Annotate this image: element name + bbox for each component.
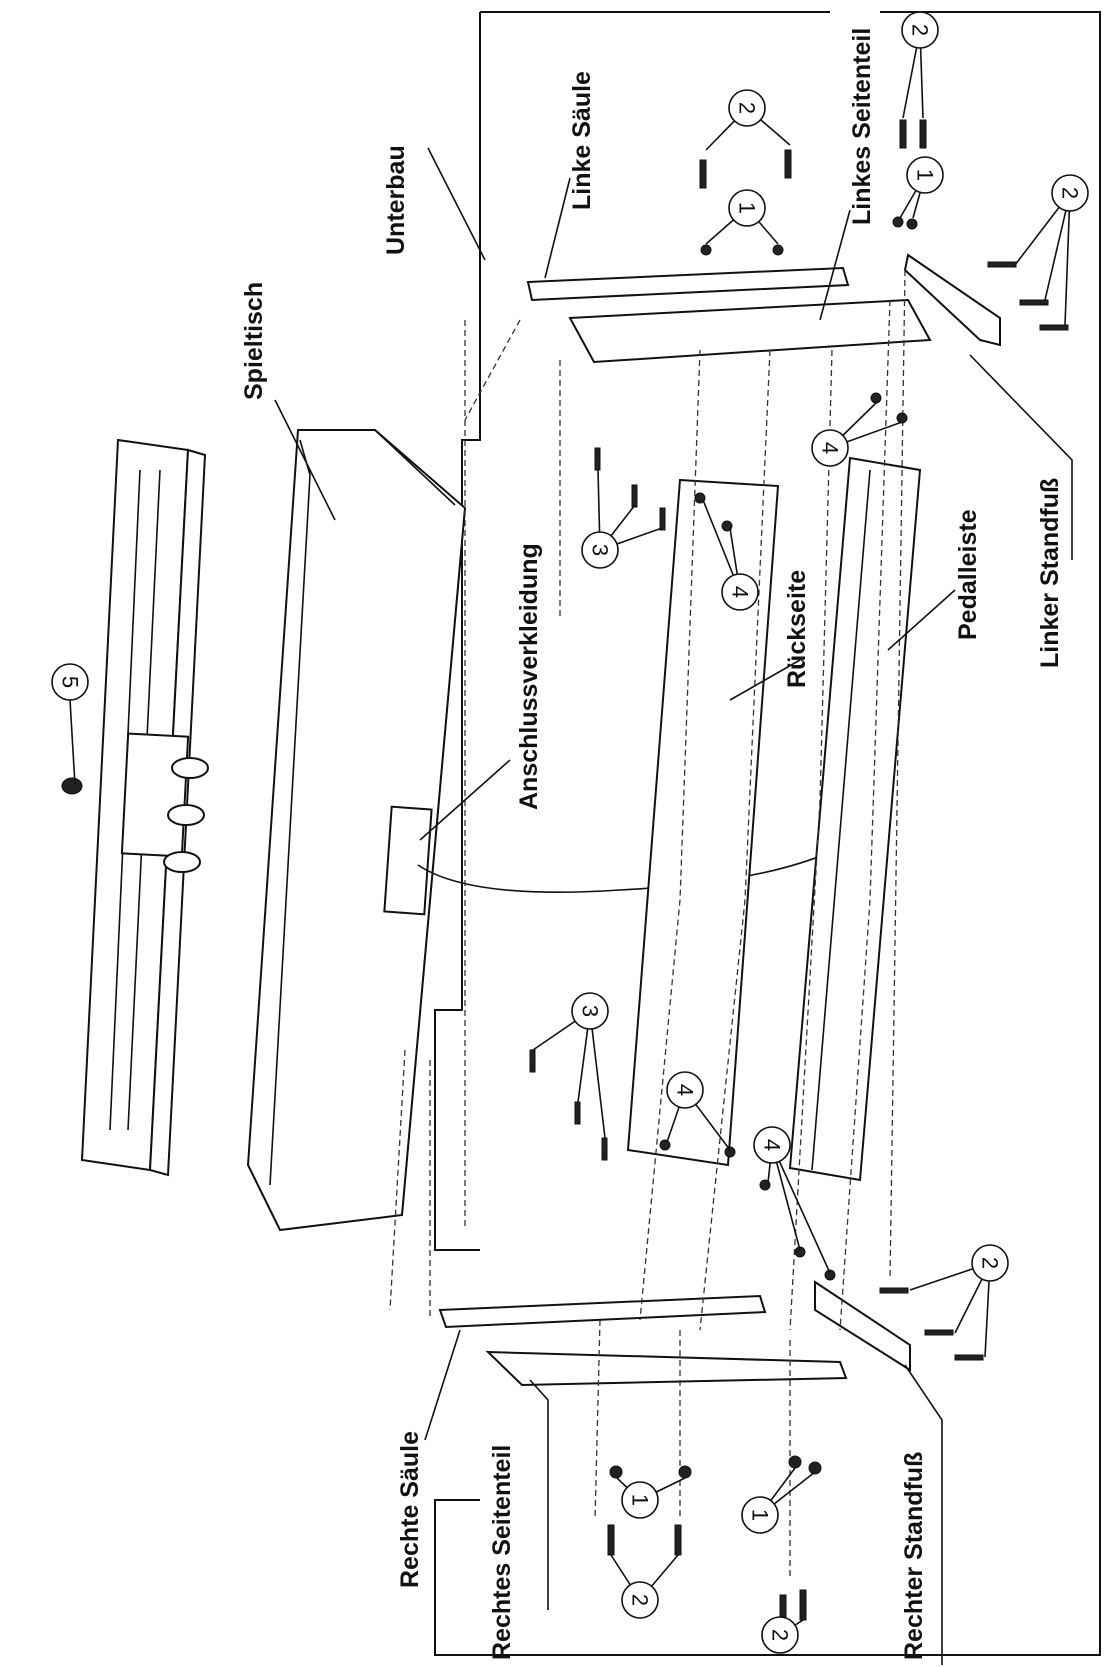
callout-3: 3 bbox=[571, 992, 609, 1030]
callout-2: 2 bbox=[971, 1244, 1009, 1282]
svg-text:1: 1 bbox=[913, 169, 938, 181]
label-spieltisch: Spieltisch bbox=[240, 282, 268, 400]
label-rueckseite: Rückseite bbox=[783, 570, 811, 688]
svg-text:1: 1 bbox=[735, 202, 760, 214]
callout-2: 2 bbox=[728, 89, 766, 127]
assembly-guides bbox=[389, 269, 906, 1580]
callout-4: 4 bbox=[721, 573, 759, 611]
svg-text:3: 3 bbox=[578, 1005, 603, 1017]
callout-4: 4 bbox=[811, 429, 849, 467]
right-side-panel-part bbox=[485, 1350, 848, 1387]
svg-text:4: 4 bbox=[728, 586, 753, 598]
callout-1: 1 bbox=[621, 1481, 659, 1519]
callout-1: 1 bbox=[741, 1496, 779, 1534]
pedal-assembly bbox=[61, 438, 209, 1177]
callout-circles: 1 1 1 1 2 2 2 2 2 2 3 3 bbox=[51, 11, 1089, 1654]
svg-text:4: 4 bbox=[673, 1084, 698, 1096]
label-rechtes-seitenteil: Rechtes Seitenteil bbox=[488, 1445, 516, 1660]
label-linker-standfuss: Linker Standfuß bbox=[1036, 478, 1064, 668]
pedal-bar-part bbox=[788, 456, 922, 1182]
callout-2: 2 bbox=[621, 1581, 659, 1619]
spieltisch-part bbox=[246, 429, 467, 1232]
svg-text:2: 2 bbox=[978, 1257, 1003, 1269]
back-panel-part bbox=[626, 478, 780, 1167]
label-linke-saeule: Linke Säule bbox=[568, 71, 596, 210]
svg-text:5: 5 bbox=[58, 676, 83, 688]
label-rechte-saeule: Rechte Säule bbox=[396, 1431, 424, 1588]
label-anschlussverkleidung: Anschlussverkleidung bbox=[515, 543, 543, 810]
callout-4: 4 bbox=[753, 1126, 791, 1164]
svg-text:4: 4 bbox=[760, 1139, 785, 1151]
svg-text:2: 2 bbox=[908, 24, 933, 36]
svg-text:2: 2 bbox=[735, 102, 760, 114]
label-unterbau: Unterbau bbox=[382, 145, 410, 255]
screws bbox=[529, 119, 1069, 1626]
right-column-part bbox=[438, 1294, 767, 1329]
callout-2: 2 bbox=[761, 1616, 799, 1654]
left-side-panel-part bbox=[568, 298, 932, 364]
callout-1: 1 bbox=[906, 156, 944, 194]
right-foot-part bbox=[814, 1280, 911, 1372]
label-pedalleiste: Pedalleiste bbox=[954, 509, 982, 640]
svg-text:4: 4 bbox=[818, 442, 843, 454]
svg-text:2: 2 bbox=[628, 1594, 653, 1606]
svg-text:2: 2 bbox=[1058, 187, 1083, 199]
callout-5: 5 bbox=[51, 663, 89, 701]
left-column-part bbox=[526, 266, 850, 302]
left-foot-part bbox=[903, 253, 1001, 347]
part-labels: Unterbau Linke Säule Linkes Seitenteil S… bbox=[240, 28, 1064, 1660]
callout-2: 2 bbox=[901, 11, 939, 49]
label-linkes-seitenteil: Linkes Seitenteil bbox=[848, 28, 876, 225]
svg-text:2: 2 bbox=[768, 1629, 793, 1641]
callout-3: 3 bbox=[581, 531, 619, 569]
callout-2: 2 bbox=[1051, 174, 1089, 212]
label-rechter-standfuss: Rechter Standfuß bbox=[900, 1452, 928, 1660]
svg-text:1: 1 bbox=[628, 1494, 653, 1506]
callout-1: 1 bbox=[728, 189, 766, 227]
unterbau-frame bbox=[434, 11, 1101, 1656]
svg-text:1: 1 bbox=[748, 1509, 773, 1521]
callout-4: 4 bbox=[666, 1071, 704, 1109]
svg-text:3: 3 bbox=[588, 544, 613, 556]
